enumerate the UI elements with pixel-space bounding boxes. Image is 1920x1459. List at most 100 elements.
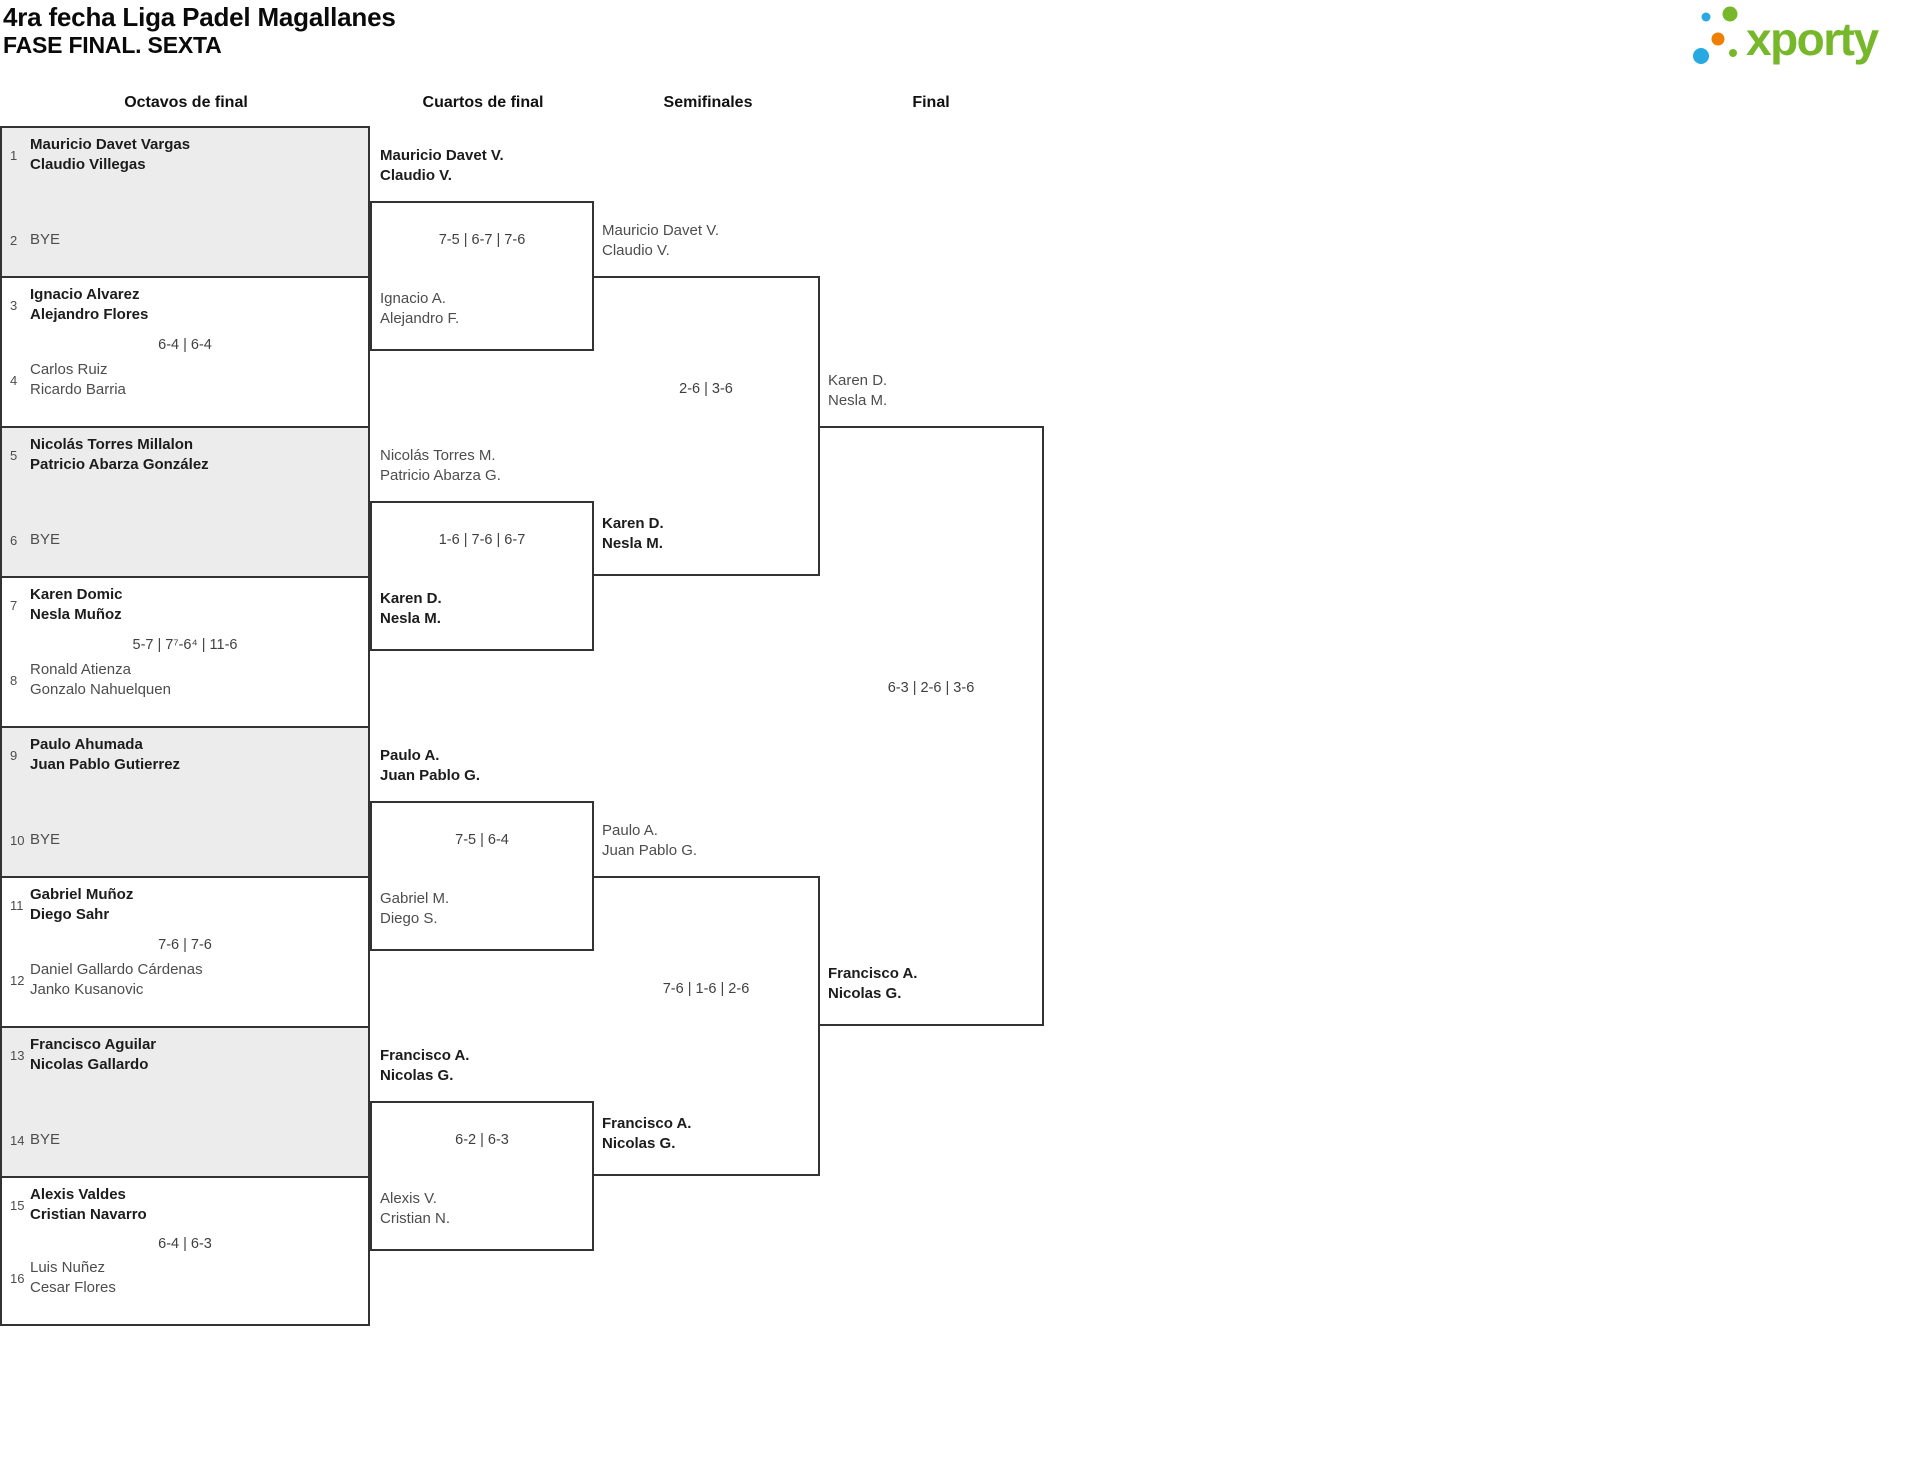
team-name-line: Nesla Muñoz xyxy=(30,606,122,623)
team-name-line: Diego S. xyxy=(380,910,438,927)
team-name-line: Nicolas Gallardo xyxy=(30,1056,149,1073)
team-name-line: Claudio Villegas xyxy=(30,156,146,173)
logo-dot-green-small xyxy=(1729,49,1737,57)
team-name-line: Paulo A. xyxy=(380,747,440,764)
qf-match-2: Nicolás Torres M.Patricio Abarza G. 1-6 … xyxy=(370,447,594,651)
team-name-line: Daniel Gallardo Cárdenas xyxy=(30,961,203,978)
match-score: 2-6 | 3-6 xyxy=(679,381,733,397)
match-score: 7-5 | 6-4 xyxy=(455,832,509,848)
logo-dot-blue-big xyxy=(1693,48,1709,64)
seed-number: 15 xyxy=(10,1197,25,1213)
seed-number: 8 xyxy=(10,672,18,688)
team-name-line: Karen Domic xyxy=(30,586,123,603)
team-name-line: Nesla M. xyxy=(828,392,888,409)
team-name-line: Claudio V. xyxy=(380,167,452,184)
team-name-bottom: Francisco A.Nicolas G. xyxy=(602,1114,691,1154)
team-name-line: Mauricio Davet V. xyxy=(602,222,719,239)
team-name-line: Karen D. xyxy=(380,590,442,607)
team-name-line: Nesla M. xyxy=(602,535,663,552)
team-name-bottom: Ignacio A.Alejandro F. xyxy=(380,289,459,329)
team-name: BYE xyxy=(30,530,364,550)
qf-match-4: Francisco A.Nicolas G. 6-2 | 6-3 Alexis … xyxy=(370,1047,594,1251)
match-score: 6-3 | 2-6 | 3-6 xyxy=(887,680,975,696)
team-name-line: Ricardo Barria xyxy=(30,381,126,398)
seed-number: 11 xyxy=(10,897,24,913)
team-name-line: BYE xyxy=(30,1131,61,1148)
team-name-top: Mauricio Davet V. Claudio V. xyxy=(380,146,504,186)
team-name-bottom: Francisco A.Nicolas G. xyxy=(828,964,917,1004)
sf-match-2: Paulo A. Juan Pablo G. 7-6 | 1-6 | 2-6 Fr… xyxy=(594,822,820,1176)
team-name-line: Cesar Flores xyxy=(30,1279,116,1296)
team-name-top: Karen D. Nesla M. xyxy=(828,371,887,411)
team-name-bottom: Karen D. Nesla M. xyxy=(380,589,442,629)
team-name-line: Francisco Aguilar xyxy=(30,1036,157,1053)
team-name-line: BYE xyxy=(30,531,61,548)
seed-number: 1 xyxy=(10,147,18,163)
team-name-line: Karen D. xyxy=(828,372,888,389)
team-name-line: Ronald Atienza xyxy=(30,661,131,678)
team-row-bottom: 6 BYE xyxy=(6,530,364,550)
team-name-line: Paulo A. xyxy=(602,822,658,839)
team-name-line: Alejandro Flores xyxy=(30,306,149,323)
team-name-line: Cristian N. xyxy=(380,1210,451,1227)
team-name-bottom: Gabriel M.Diego S. xyxy=(380,889,449,929)
seed-number: 7 xyxy=(10,597,18,613)
team-name-line: Nicolás Torres Millalon xyxy=(30,436,194,453)
team-row-bottom: 14 BYE xyxy=(6,1130,364,1150)
team-name-line: Gabriel Muñoz xyxy=(30,886,134,903)
team-name-line: Juan Pablo G. xyxy=(602,842,698,859)
seed-number: 2 xyxy=(10,232,18,248)
team-name-line: Nesla M. xyxy=(380,610,441,627)
team-name-line: Francisco A. xyxy=(602,1115,692,1132)
match-score: 6-4 | 6-3 xyxy=(158,1236,212,1252)
round-header-octavos: Octavos de final xyxy=(124,94,248,111)
team-name-line: Carlos Ruiz xyxy=(30,361,108,378)
qf-match-3: Paulo A. Juan Pablo G. 7-5 | 6-4 Gabriel … xyxy=(370,747,594,951)
match-score: 7-6 | 1-6 | 2-6 xyxy=(662,981,750,997)
team-name: BYE xyxy=(30,1130,364,1150)
team-name-line: Juan Pablo G. xyxy=(380,767,481,784)
round-header-semifinales: Semifinales xyxy=(663,94,753,111)
logo-text: xporty xyxy=(1746,13,1880,65)
match-score: 5-7 | 7⁷-6⁴ | 11-6 xyxy=(132,637,238,653)
match-score: 6-2 | 6-3 xyxy=(455,1132,509,1148)
team-name-line: Mauricio Davet V. xyxy=(380,147,504,164)
team-name-line: Paulo Ahumada xyxy=(30,736,143,753)
seed-number: 3 xyxy=(10,297,18,313)
logo-dot-orange xyxy=(1711,32,1725,46)
team-row-bottom: 2 BYE xyxy=(6,230,364,250)
round-header-final: Final xyxy=(912,94,950,111)
sf-match-1: Mauricio Davet V. Claudio V. 2-6 | 3-6 Ka… xyxy=(594,222,820,576)
team-name-line: Nicolás Torres M. xyxy=(380,447,496,464)
seed-number: 12 xyxy=(10,972,25,988)
team-name-line: BYE xyxy=(30,231,61,248)
team-name-line: Alexis V. xyxy=(380,1190,437,1207)
team-name-line: Janko Kusanovic xyxy=(30,981,144,998)
team-name-line: Karen D. xyxy=(602,515,664,532)
team-name-bottom: Karen D. Nesla M. xyxy=(602,514,664,554)
seed-number: 5 xyxy=(10,447,18,463)
team-name-top: Francisco A.Nicolas G. xyxy=(380,1046,469,1086)
page-subtitle: FASE FINAL. SEXTA xyxy=(3,32,222,58)
match-score: 1-6 | 7-6 | 6-7 xyxy=(438,532,526,548)
team-name-line: Claudio V. xyxy=(602,242,670,259)
team-name-line: Ignacio A. xyxy=(380,290,446,307)
seed-number: 6 xyxy=(10,532,18,548)
team-name-line: Patricio Abarza González xyxy=(30,456,209,473)
team-name-bottom: Alexis V. Cristian N. xyxy=(380,1189,450,1229)
